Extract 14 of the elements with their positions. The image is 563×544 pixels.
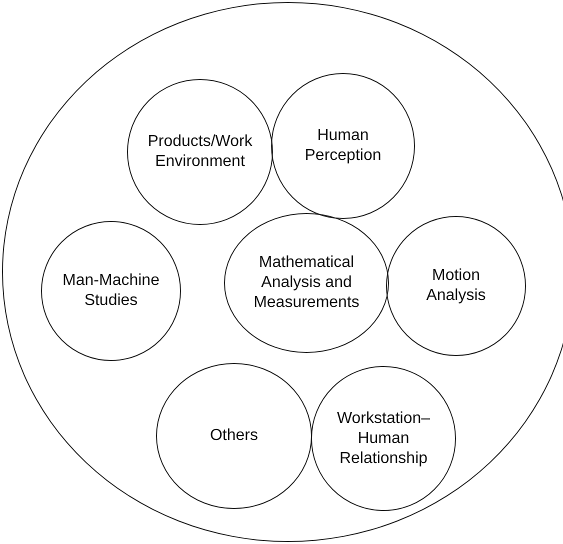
topic-circle <box>224 213 389 353</box>
topic-label: Products/Work Environment <box>146 132 254 172</box>
topic-circle <box>156 363 312 509</box>
topic-label: Motion Analysis <box>425 266 487 306</box>
topic-label: Workstation–Human Relationship <box>336 408 432 468</box>
topic-circle <box>311 366 456 511</box>
topic-label: Man-Machine Studies <box>62 271 160 311</box>
topic-label: Mathematical Analysis and Measurements <box>252 253 360 313</box>
topic-circle <box>386 216 526 356</box>
topic-label: Others <box>210 426 258 446</box>
topic-circle <box>127 79 273 225</box>
topic-circle <box>41 221 181 361</box>
topic-circle <box>271 73 415 219</box>
topic-label: Human Perception <box>304 126 382 166</box>
